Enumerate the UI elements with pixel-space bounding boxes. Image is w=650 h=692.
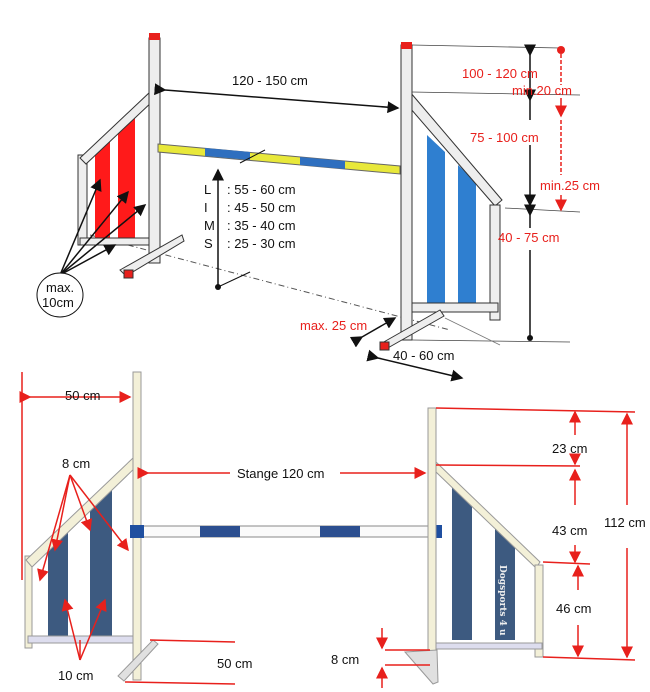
wing-mid-label: 75 - 100 cm [470, 130, 539, 145]
bottom-jump-drawing: Dogsports 4 u [19, 371, 646, 688]
class-label: M [204, 218, 215, 233]
pole-length-label: Stange 120 cm [237, 466, 324, 481]
brand-text: Dogsports 4 u [497, 565, 507, 636]
class-label: I [204, 200, 208, 215]
wing-low-label: 40 - 75 cm [498, 230, 559, 245]
class-label: S [204, 236, 213, 251]
max-slat-line1: max. [46, 280, 74, 295]
slope-height-label: 43 cm [552, 523, 587, 538]
min-top-label: min.20 cm [512, 83, 572, 98]
foot-length-label: 50 cm [217, 656, 252, 671]
wing-height-label: 46 cm [556, 601, 591, 616]
slat-arrows [59, 178, 147, 276]
top-gap-label: 23 cm [552, 441, 587, 456]
pole [137, 525, 436, 538]
slat-gap-label: 10 cm [58, 668, 93, 683]
post-height-label: 100 - 120 cm [462, 66, 538, 81]
jump-bar [157, 143, 401, 175]
class-height: : 55 - 60 cm [227, 182, 296, 197]
width-arrow [154, 83, 400, 114]
top-jump-drawing: 120 - 150 cm L : 55 - 60 cm I : 45 - 50 … [36, 33, 600, 382]
wing-width-label: 50 cm [65, 388, 100, 403]
class-height: : 45 - 50 cm [227, 200, 296, 215]
class-label: L [204, 182, 211, 197]
max-gap-label: max. 25 cm [300, 318, 367, 333]
foot-length-label: 40 - 60 cm [393, 348, 454, 363]
slat-width-label: 8 cm [62, 456, 90, 471]
class-height: : 35 - 40 cm [227, 218, 296, 233]
width-label: 120 - 150 cm [232, 73, 308, 88]
right-wing [407, 90, 503, 321]
max-slat-line2: 10cm [42, 295, 74, 310]
max-slat-badge [36, 272, 84, 318]
min-mid-label: min.25 cm [540, 178, 600, 193]
total-height-label: 112 cm [604, 515, 646, 530]
left-wing [77, 91, 155, 246]
class-height: : 25 - 30 cm [227, 236, 296, 251]
ground-line [89, 234, 451, 331]
foot-height-label: 8 cm [331, 652, 359, 667]
